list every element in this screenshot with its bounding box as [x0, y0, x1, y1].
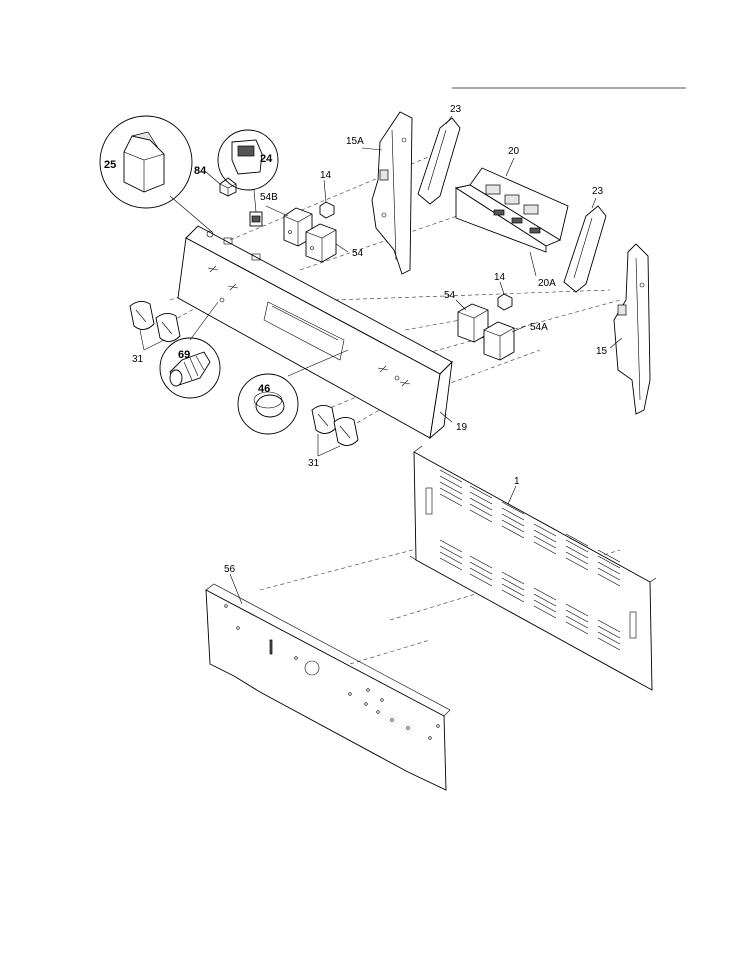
label-56: 56 [224, 564, 236, 575]
label-31-right: 31 [308, 458, 320, 469]
label-1: 1 [514, 476, 520, 487]
label-20: 20 [508, 146, 520, 157]
indicator-light-84 [219, 177, 237, 197]
leader-lines [139, 115, 623, 605]
end-bracket-15 [613, 243, 651, 415]
label-23-right: 23 [592, 186, 604, 197]
label-19: 19 [456, 422, 468, 433]
label-14-right: 14 [494, 272, 506, 283]
end-bracket-15a [371, 111, 413, 275]
label-15a: 15A [346, 136, 364, 147]
callout-46-detail [237, 373, 299, 435]
terminal-14-right [497, 293, 513, 311]
label-54b: 54B [260, 192, 278, 203]
knob-31-lower-left [311, 405, 337, 434]
label-23-left: 23 [450, 104, 462, 115]
panel-holes [224, 604, 440, 740]
part-labels: 25 84 24 54B 14 54 15A 23 20 23 20A 14 5… [104, 104, 608, 575]
callout-25-detail [99, 115, 193, 209]
trim-bracket-23-left [417, 117, 461, 205]
callout-24-detail [217, 129, 279, 191]
control-board-20 [454, 167, 569, 253]
terminal-14-left [319, 201, 335, 219]
lower-panel-56 [205, 583, 451, 791]
trim-bracket-23-right [563, 205, 607, 293]
switch-24 [249, 211, 263, 227]
label-15: 15 [596, 346, 608, 357]
knob-31-lower-right [333, 417, 359, 446]
label-54a: 54A [530, 322, 548, 333]
label-84: 84 [194, 165, 207, 177]
infinite-switch-54a [483, 321, 515, 361]
control-panel-19 [177, 225, 453, 440]
label-20a: 20A [538, 278, 556, 289]
label-54-right: 54 [444, 290, 456, 301]
infinite-switch-54-right [457, 303, 489, 343]
label-24: 24 [260, 153, 273, 165]
label-69: 69 [178, 349, 190, 361]
label-31-left: 31 [132, 354, 144, 365]
rear-panel-1 [409, 445, 657, 691]
label-54-left: 54 [352, 248, 364, 259]
label-25: 25 [104, 159, 116, 171]
louver-grid [439, 469, 621, 651]
knob-31-upper-left [129, 301, 155, 330]
infinite-switch-54-left [305, 223, 337, 263]
callout-69-detail [159, 337, 221, 399]
label-14-left: 14 [320, 170, 332, 181]
label-46: 46 [258, 383, 270, 395]
knob-31-upper-right [155, 313, 181, 342]
